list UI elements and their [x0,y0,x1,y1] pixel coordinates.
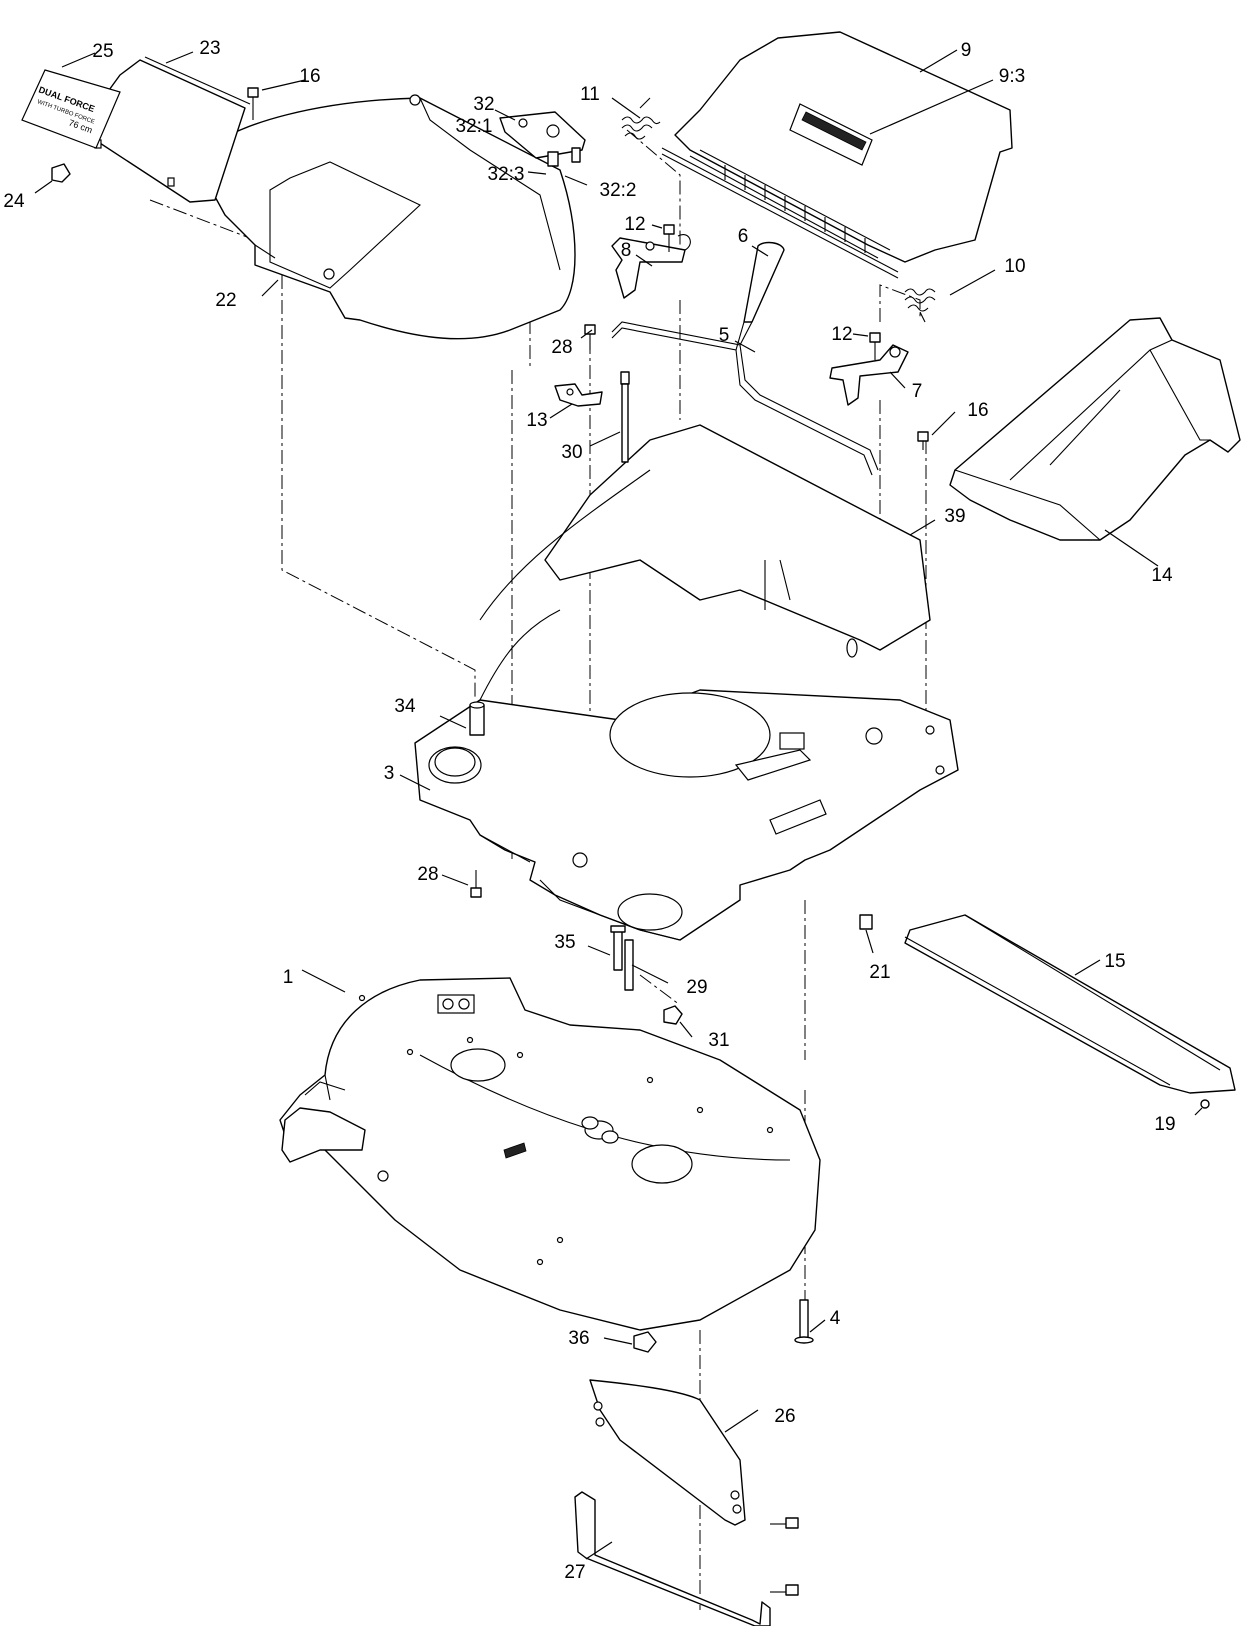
part-15-side-skirt [904,914,1236,1094]
callout-25: 25 [92,41,113,62]
part-8-bracket [611,234,691,299]
part-27-baffle-bar [574,1491,799,1626]
callout-32: 32 [473,94,494,115]
callout-6: 6 [738,226,749,247]
part-24-nut [51,163,71,183]
callout-39: 39 [944,506,965,527]
callout-36: 36 [568,1328,589,1349]
part-36-nut [633,1331,657,1353]
callout-leader-lines [34,49,1203,1560]
part-26-baffle [589,1379,799,1529]
part-35-bolt [610,925,626,971]
callout-32-2: 32:2 [600,180,637,201]
callout-34: 34 [394,696,416,717]
callout-16-right: 16 [967,400,988,421]
callout-4: 4 [830,1308,841,1329]
part-6-handle-grip [735,241,785,351]
part-31-nut [663,1005,683,1025]
part-39-housing-cover [479,424,931,701]
callout-10: 10 [1004,256,1025,277]
callout-15: 15 [1104,951,1125,972]
callout-27: 27 [564,1562,585,1583]
hinge-rod [661,147,899,279]
callout-23: 23 [199,38,220,59]
callout-29: 29 [686,977,707,998]
callout-22: 22 [215,290,236,311]
part-13-bracket [554,383,603,407]
callout-32-3: 32:3 [488,164,525,185]
callout-30: 30 [561,442,582,463]
callout-24: 24 [3,191,25,212]
part-9-3-warning-decal [789,103,873,166]
part-22-belt-cover [194,94,576,340]
callout-1: 1 [283,967,294,988]
part-19-screw [1200,1099,1210,1109]
part-30-long-bolt [620,371,630,463]
callout-12-top: 12 [624,214,645,235]
callout-31: 31 [708,1030,729,1051]
callout-28-top: 28 [551,337,572,358]
callout-12-right: 12 [831,324,852,345]
callout-labels: 1 3 4 5 6 7 8 9 9:3 10 11 12 12 13 14 15… [3,38,1175,1583]
bolts-small [247,87,929,898]
callout-3: 3 [384,763,395,784]
part-14-discharge-chute [949,317,1241,541]
callout-8: 8 [621,240,632,261]
callout-7: 7 [912,381,923,402]
part-4-bolt [794,1299,814,1344]
callout-5: 5 [719,325,730,346]
callout-9: 9 [961,40,972,61]
callout-16-left: 16 [299,66,320,87]
part-1-mower-deck [279,977,821,1331]
callout-32-1: 32:1 [456,116,493,137]
callout-9-3: 9:3 [999,66,1025,87]
part-23-cover-plate [79,56,251,203]
callout-14: 14 [1151,565,1173,586]
callout-19: 19 [1154,1114,1175,1135]
part-11-torsion-spring [621,97,661,140]
callout-13: 13 [526,410,547,431]
part-25-logo-decal: DUAL FORCE WITH TURBO FORCE 76 cm [21,69,121,149]
part-3-mount-plate [414,689,959,941]
part-34-spacer [469,701,485,736]
part-10-torsion-spring [904,288,936,323]
callout-21: 21 [869,962,890,983]
callout-11: 11 [580,84,600,105]
part-29-bolt [624,939,634,991]
part-32-plate [499,111,586,167]
part-21-spacer [859,914,873,930]
part-7-bracket [829,344,909,406]
part-5-control-rod [611,321,879,476]
callout-35: 35 [554,932,575,953]
callout-28-bottom: 28 [417,864,438,885]
callout-26: 26 [774,1406,795,1427]
